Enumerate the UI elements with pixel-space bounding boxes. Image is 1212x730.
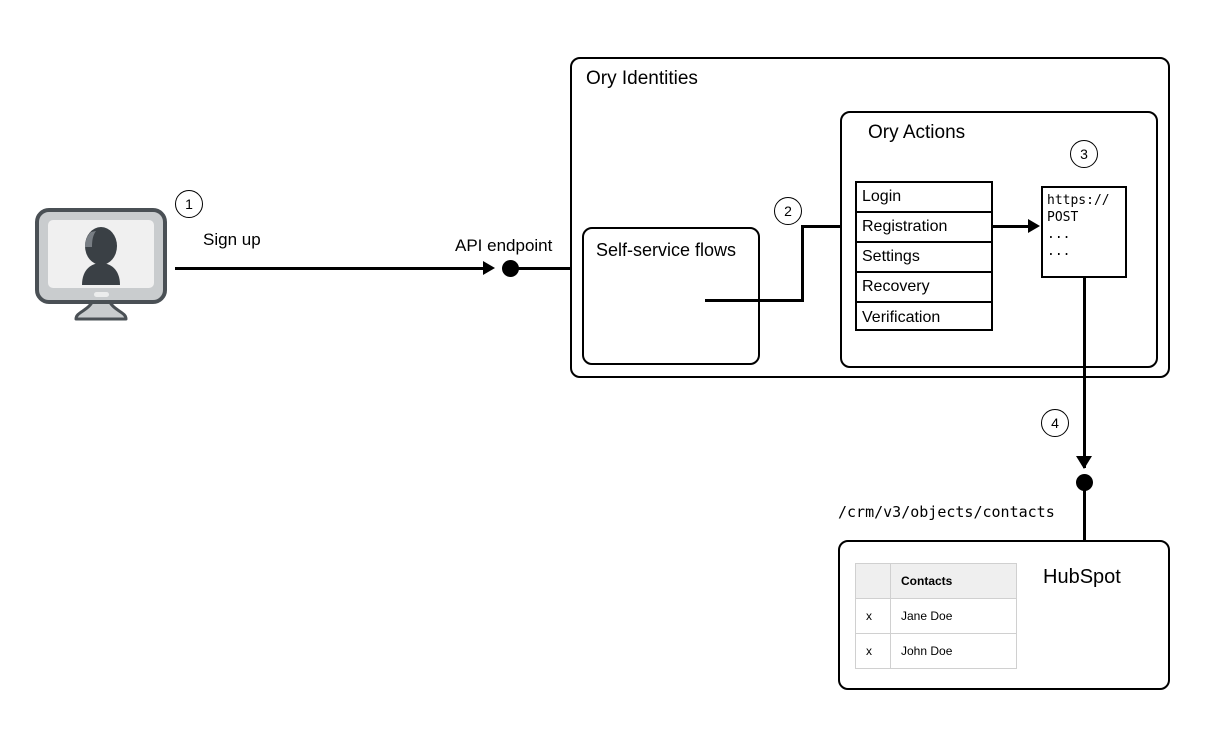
ory-identities-title: Ory Identities	[586, 68, 698, 89]
api-endpoint-connector	[518, 267, 572, 270]
api-endpoint-dot	[502, 260, 519, 277]
hubspot-request-arrow-head	[1076, 456, 1092, 469]
signup-arrow-head	[483, 261, 495, 275]
flow-list-item-verification[interactable]: Verification	[862, 309, 941, 326]
flow-list: Login Registration Settings Recovery Ver…	[855, 181, 993, 331]
monitor-user-icon	[35, 208, 167, 321]
flow-connector-horizontal-lower	[705, 299, 804, 302]
step-circle-4: 4	[1041, 409, 1069, 437]
api-endpoint-label: API endpoint	[455, 236, 553, 255]
table-header-select	[855, 563, 891, 599]
hubspot-endpoint-dot	[1076, 474, 1093, 491]
self-service-flows-title: Self-service flows	[596, 240, 737, 260]
signup-arrow-line	[175, 267, 483, 270]
hubspot-request-line	[1083, 278, 1086, 468]
sign-up-label: Sign up	[203, 230, 261, 249]
flow-connector-vertical	[801, 225, 804, 301]
flow-list-item-login[interactable]: Login	[857, 183, 991, 213]
hubspot-endpoint-connector	[1083, 490, 1086, 542]
hubspot-api-path-label: /crm/v3/objects/contacts	[838, 503, 1055, 521]
flow-connector-horizontal-upper	[801, 225, 847, 228]
table-header-contacts: Contacts	[890, 563, 1017, 599]
contacts-table: Contacts x Jane Doe x John Doe	[855, 563, 1017, 669]
flow-list-item-recovery[interactable]: Recovery	[857, 273, 991, 303]
table-row[interactable]: x John Doe	[855, 633, 1017, 669]
step-circle-3: 3	[1070, 140, 1098, 168]
row-name-cell: John Doe	[890, 633, 1017, 669]
self-service-flows-box	[582, 227, 760, 365]
table-header-row: Contacts	[855, 563, 1017, 599]
row-select-cell[interactable]: x	[855, 633, 891, 669]
table-row[interactable]: x Jane Doe	[855, 598, 1017, 634]
flow-list-item-registration[interactable]: Registration	[857, 213, 991, 243]
ory-actions-title: Ory Actions	[868, 122, 966, 143]
row-name-cell: Jane Doe	[890, 598, 1017, 634]
row-select-cell[interactable]: x	[855, 598, 891, 634]
step-circle-2: 2	[774, 197, 802, 225]
webhook-arrow-head	[1028, 219, 1040, 233]
flow-list-item-settings[interactable]: Settings	[857, 243, 991, 273]
step-circle-1: 1	[175, 190, 203, 218]
hubspot-title: HubSpot	[1043, 566, 1121, 588]
webhook-request-code: https:// POST ... ...	[1047, 193, 1110, 259]
webhook-request-box	[1041, 186, 1127, 278]
webhook-arrow-line	[993, 225, 1029, 228]
